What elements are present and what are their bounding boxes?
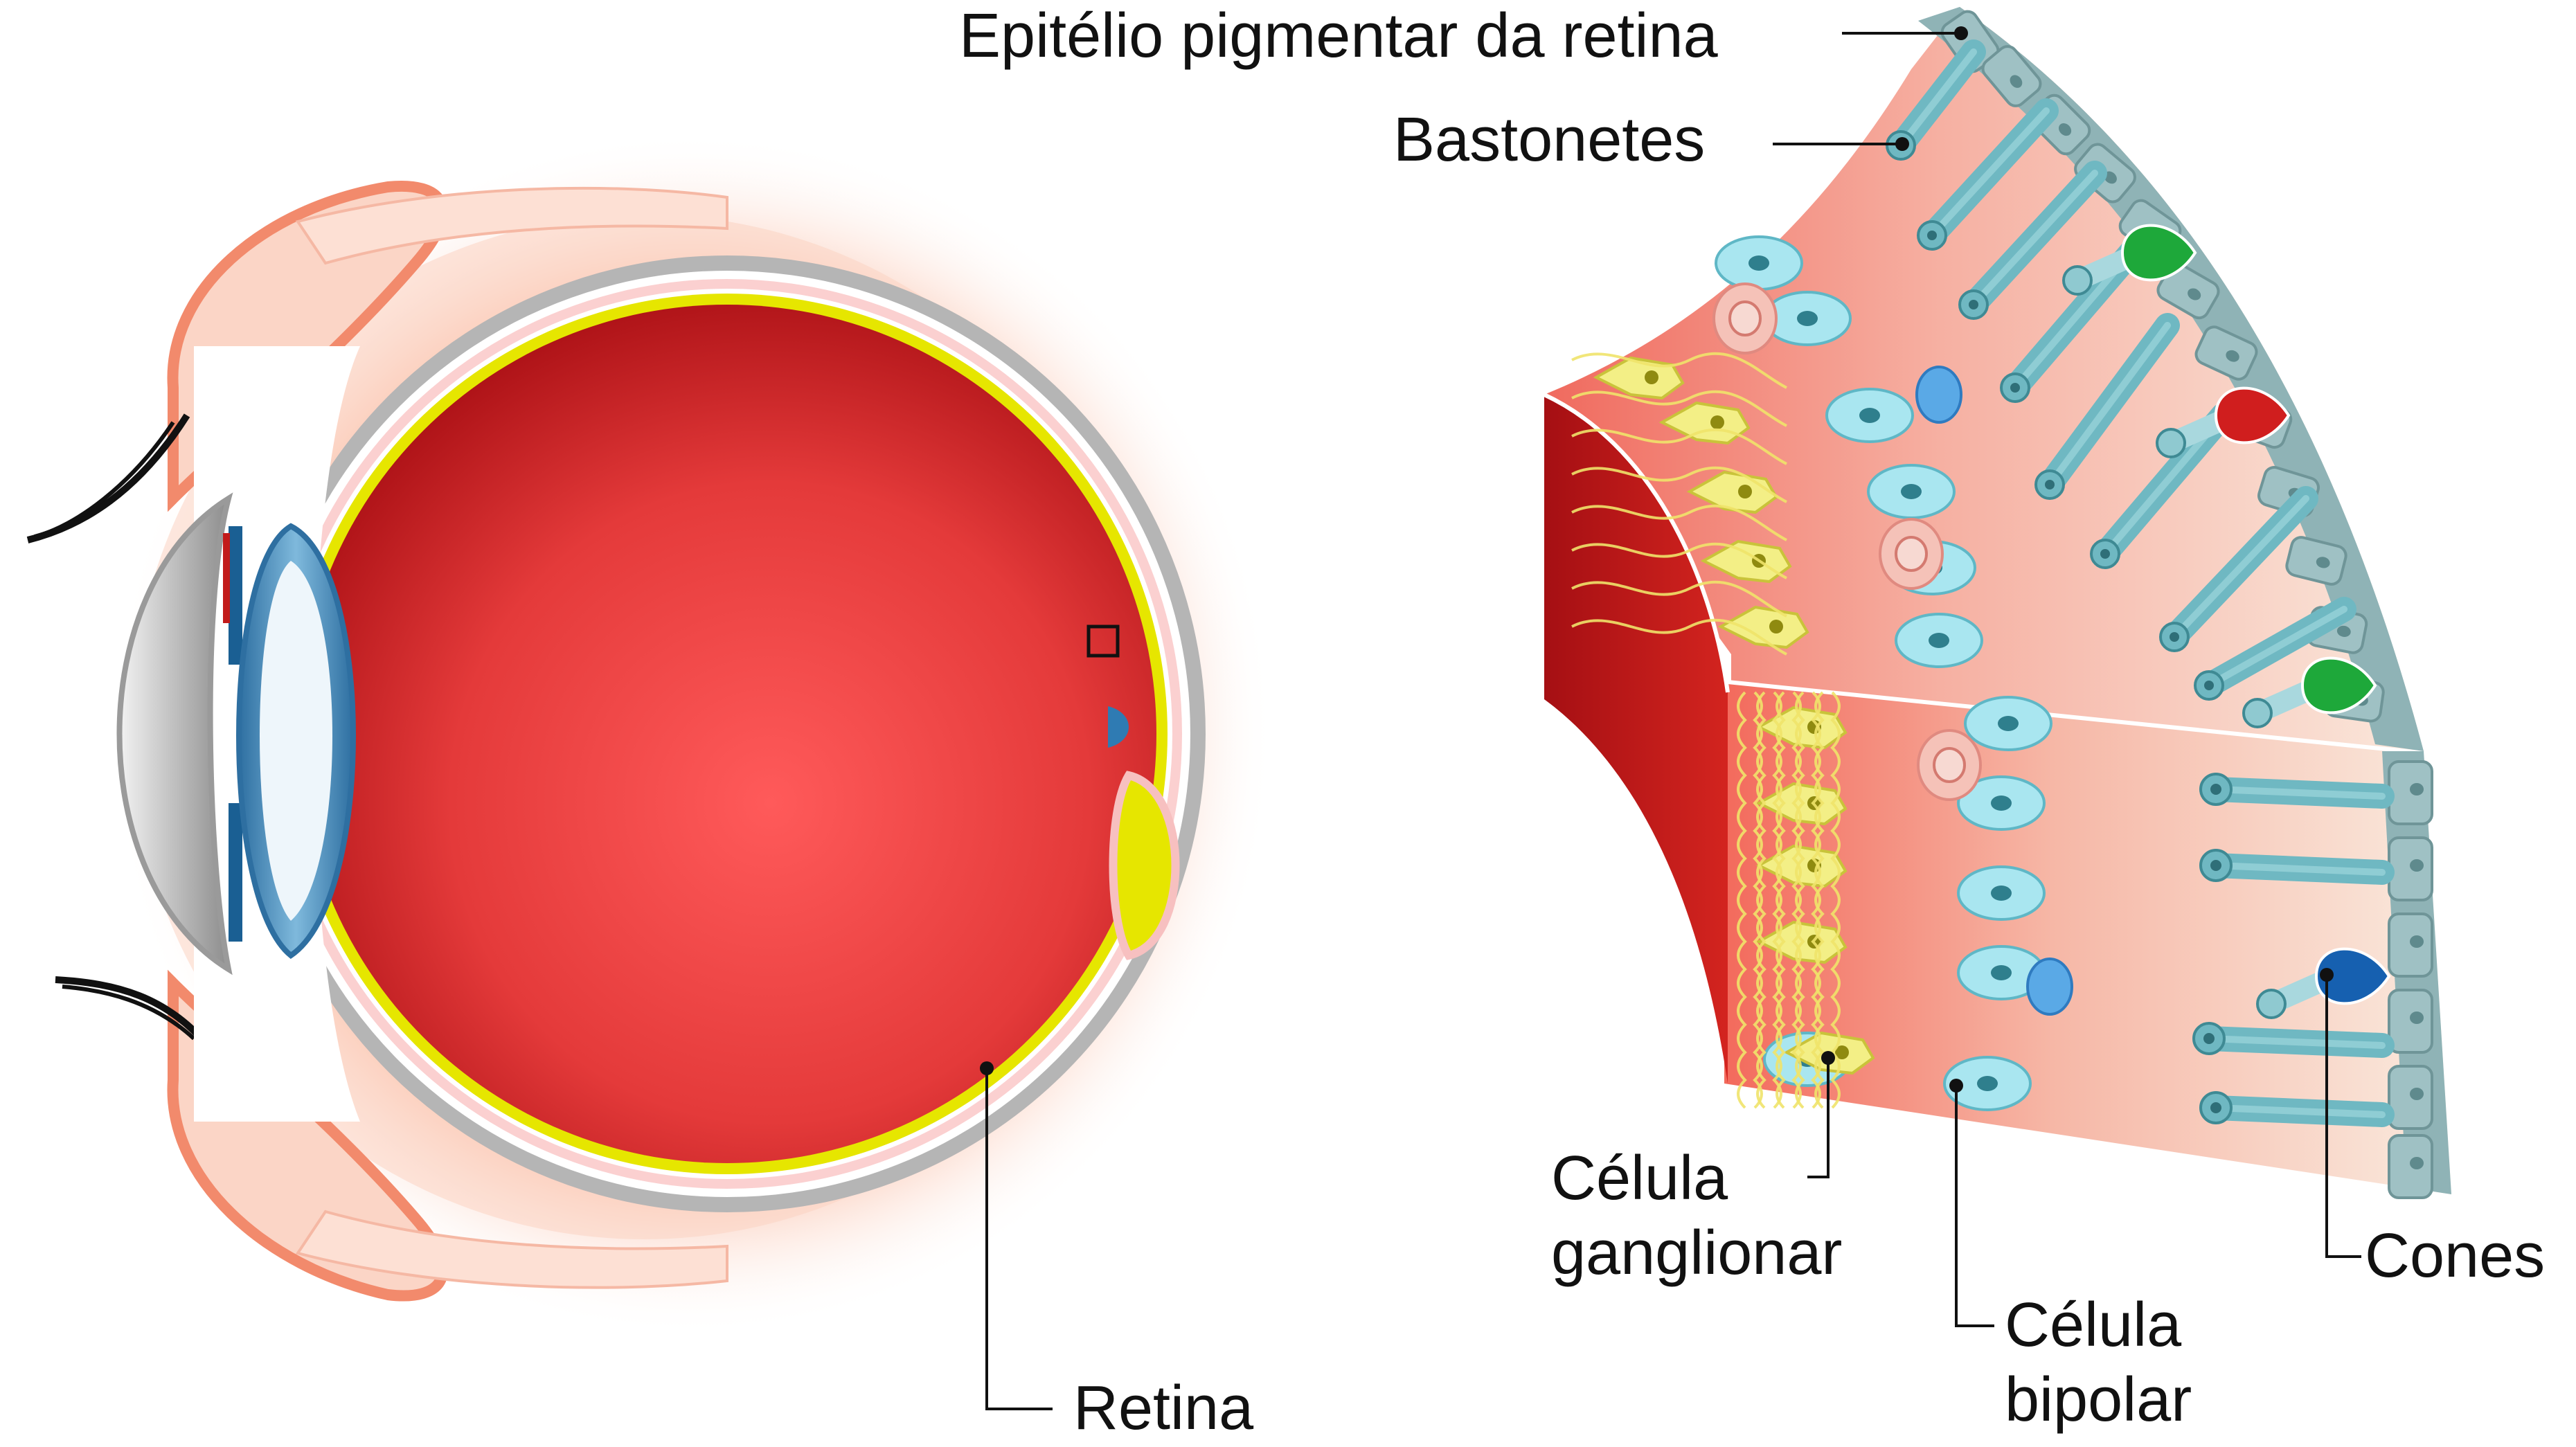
leader-lines	[980, 26, 2361, 1410]
rod-cell	[2199, 849, 2395, 885]
ganglion-cell	[1593, 356, 1685, 400]
nerve-fiber	[1811, 691, 1821, 1109]
bipolar-cell	[1715, 235, 1803, 291]
rpe-cell	[2388, 760, 2433, 825]
retina-lower-segment	[1724, 682, 2451, 1194]
label-retina: Retina	[1073, 1374, 1254, 1443]
rpe-cell	[2388, 913, 2433, 978]
label-bipolar-cell: Célula bipolar	[2005, 1288, 2192, 1437]
leader-retina	[985, 1070, 1053, 1410]
bipolar-cell	[1825, 388, 1914, 443]
rpe-cell	[2194, 325, 2258, 381]
nerve-fiber	[1571, 466, 1787, 503]
bipolar-cell	[1895, 613, 1983, 668]
optic-nerve	[1109, 771, 1180, 960]
nerve-fiber	[1791, 691, 1802, 1109]
leader-ganglion	[1807, 1059, 1830, 1178]
rpe-band-upper	[1918, 7, 2424, 751]
rpe-cell	[2285, 536, 2347, 586]
bipolar-cell	[1964, 696, 2052, 751]
nerve-fiber	[1571, 580, 1787, 618]
cone-cells	[2062, 224, 2391, 1019]
amacrine-cells	[1712, 282, 1982, 801]
bipolar-cell	[1957, 775, 2046, 831]
leader-bipolar	[1955, 1087, 1994, 1327]
rpe-cell	[1981, 45, 2042, 107]
nerve-fiber	[1772, 691, 1782, 1109]
bipolar-cell-blue	[1915, 366, 1962, 424]
nerve-fiber	[1795, 691, 1805, 1109]
label-rods: Bastonetes	[1393, 105, 1706, 174]
nerve-fiber	[1571, 428, 1787, 465]
ganglion-cell	[1658, 401, 1751, 445]
label-rpe: Epitélio pigmentar da retina	[959, 1, 1718, 71]
nerve-fiber	[1571, 504, 1787, 541]
nerve-fibers	[1571, 352, 1841, 1109]
rod-cell	[2199, 1091, 2395, 1127]
bipolar-cell	[1943, 1056, 2032, 1111]
label-cones: Cones	[2365, 1221, 2546, 1291]
nerve-fiber	[1756, 691, 1766, 1109]
bipolar-cell-blue	[2026, 958, 2073, 1016]
eye-cross-section	[26, 132, 1274, 1336]
nerve-fiber	[1571, 618, 1787, 656]
nerve-fiber	[1776, 691, 1786, 1109]
label-bipolar-line2: bipolar	[2005, 1365, 2192, 1435]
rod-cell	[2192, 1022, 2395, 1058]
label-ganglion-line1: Célula	[1551, 1144, 1728, 1213]
nerve-fiber	[1571, 542, 1787, 579]
cone-cell	[2242, 656, 2377, 728]
rod-cell	[1917, 98, 2059, 251]
retina-zoom-marker	[1086, 624, 1120, 658]
amacrine-cell	[1712, 282, 1778, 354]
rpe-cell	[2388, 836, 2433, 901]
label-ganglion-line2: ganglionar	[1551, 1219, 1843, 1288]
rpe-cell	[2388, 989, 2433, 1054]
rod-cell	[2034, 313, 2180, 500]
bipolar-cell	[1957, 865, 2046, 921]
amacrine-cell	[1879, 518, 1944, 590]
bipolar-cell	[1867, 464, 1956, 519]
nerve-fiber	[1830, 691, 1841, 1109]
cone-cell	[2156, 386, 2291, 458]
retina-detail	[1543, 7, 2451, 1199]
label-bipolar-line1: Célula	[2005, 1291, 2182, 1360]
nerve-fiber	[1753, 691, 1763, 1109]
iris	[229, 526, 242, 665]
cone-cell	[2062, 224, 2197, 296]
nerve-fiber	[1571, 352, 1787, 389]
leader-cones	[2325, 976, 2361, 1258]
nerve-fiber	[1571, 390, 1787, 427]
rpe-cell	[2388, 1134, 2433, 1199]
rod-cell	[2159, 486, 2318, 652]
lower-eyelashes	[55, 976, 211, 1048]
cone-cell	[2256, 947, 2391, 1019]
rod-cell	[2199, 773, 2395, 809]
label-ganglion-cell: Célula ganglionar	[1551, 1141, 1842, 1291]
amacrine-cell	[1917, 729, 1982, 801]
vitreous-slab	[1544, 395, 1728, 1084]
vitreous-body	[298, 305, 1156, 1163]
rod-cell	[2194, 597, 2356, 701]
rod-cell	[1958, 161, 2107, 320]
nerve-fiber	[1814, 691, 1825, 1109]
nerve-fiber	[1737, 691, 1747, 1109]
rpe-cells	[1940, 10, 2433, 1199]
cornea	[116, 492, 233, 976]
rpe-cell	[2388, 1065, 2433, 1130]
